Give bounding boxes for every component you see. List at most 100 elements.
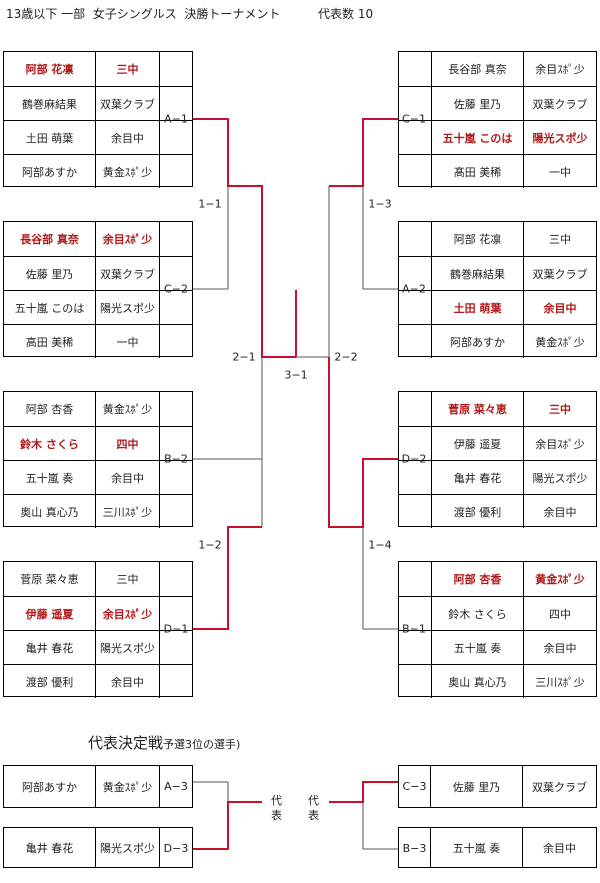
player-row: 鈴木 さくら 四中: [4, 426, 192, 460]
player-name: 髙田 美稀: [432, 155, 524, 188]
player-row: 佐藤 里乃双葉クラブ: [399, 86, 596, 120]
match-label-1-4: 1−4: [368, 538, 392, 552]
player-row: 奥山 真心乃三川ｽﾎﾟ少: [399, 664, 596, 698]
group-C2: 長谷部 真奈余目ｽﾎﾟ少佐藤 里乃双葉クラブ五十嵐 このは陽光スポ少高田 美稀 一…: [3, 221, 193, 358]
player-row: 伊藤 遥夏余目ｽﾎﾟ少: [4, 596, 192, 630]
player-name: 阿部 花凛: [432, 222, 524, 256]
playoff-heading-text: 代表決定戦: [88, 734, 164, 752]
player-club: 陽光スポ少: [100, 641, 155, 655]
player-name: 土田 萌葉: [4, 121, 96, 154]
group-A1: 阿部 花凛三中鶴巻麻結果双葉クラブ土田 萌葉余目中阿部あすか黄金ｽﾎﾟ少: [3, 51, 193, 188]
player-row: 高田 美稀 一中: [4, 324, 192, 358]
playoff-club: 陽光スポ少: [96, 828, 160, 868]
playoff-club: 黄金ｽﾎﾟ少: [96, 766, 160, 807]
playoff-label: D−3: [163, 841, 189, 855]
player-name: 五十嵐 このは: [432, 121, 524, 154]
player-name: 五十嵐 奏: [432, 631, 524, 664]
player-club: 四中: [549, 607, 571, 621]
match-label-3-1: 3−1: [284, 368, 308, 382]
player-club: 双葉クラブ: [100, 97, 155, 111]
player-club: 双葉クラブ: [532, 267, 588, 281]
player-name: 菅原 菜々恵: [4, 562, 96, 596]
match-label-2-1: 2−1: [232, 350, 256, 364]
rep-mark-right-2: 表: [308, 809, 319, 822]
player-row: 土田 萌葉 余目中: [4, 120, 192, 154]
player-club: 黄金ｽﾎﾟ少: [102, 403, 153, 416]
player-club: 双葉クラブ: [532, 97, 588, 111]
player-row: 五十嵐 このは陽光スポ少: [399, 120, 596, 154]
player-club: 陽光スポ少: [532, 131, 588, 145]
player-club: 余目ｽﾎﾟ少: [102, 607, 153, 621]
player-club: 余目中: [111, 131, 144, 145]
player-club: 三中: [549, 403, 571, 416]
representative-count: 代表数 10: [318, 7, 374, 21]
player-row: 亀井 春花陽光スポ少: [4, 630, 192, 664]
player-name: 五十嵐 奏: [4, 461, 96, 494]
player-row: 阿部 花凛三中: [399, 222, 596, 256]
playoff-label: A−3: [164, 780, 188, 793]
playoff-club: 双葉クラブ: [532, 780, 587, 794]
player-name: 伊藤 遥夏: [4, 597, 96, 630]
player-name: 亀井 春花: [4, 631, 96, 664]
player-club: 余目ｽﾎﾟ少: [535, 437, 585, 451]
player-club: 余目中: [111, 471, 144, 485]
group-label-D2: D−2: [401, 452, 427, 466]
player-club: 黄金ｽﾎﾟ少: [535, 573, 585, 586]
player-row: 阿部あすか黄金ｽﾎﾟ少: [399, 324, 596, 358]
playoff-label: C−3: [399, 766, 431, 807]
player-name: 阿部 杏香: [432, 562, 524, 596]
player-row: 渡部 優利 余目中: [399, 494, 596, 528]
player-row: 長谷部 真奈余目ｽﾎﾟ少: [4, 222, 192, 256]
player-name: 渡部 優利: [4, 665, 96, 698]
player-club: 三川ｽﾎﾟ少: [535, 675, 585, 689]
player-name: 長谷部 真奈: [432, 52, 524, 86]
player-club: 陽光スポ少: [100, 301, 155, 315]
rep-mark-left-1: 代: [271, 794, 282, 807]
player-row: 阿部 杏香黄金ｽﾎﾟ少: [4, 392, 192, 426]
rep-mark-left: 代 表: [271, 793, 282, 823]
player-club: 四中: [116, 437, 139, 451]
playoff-name: 五十嵐 奏: [431, 828, 523, 868]
player-club: 双葉クラブ: [100, 267, 155, 281]
playoff-heading-note: 予選3位の選手): [163, 738, 241, 751]
player-row: 土田 萌葉余目中: [399, 290, 596, 324]
group-B2: 阿部 杏香黄金ｽﾎﾟ少鈴木 さくら 四中五十嵐 奏 余目中奥山 真心乃三川ｽﾎﾟ少: [3, 391, 193, 528]
playoff-name: 阿部あすか: [4, 766, 96, 807]
player-name: 高田 美稀: [4, 325, 96, 358]
player-row: 長谷部 真奈余目ｽﾎﾟ少: [399, 52, 596, 86]
page-title: 13歳以下 一部 女子シングルス 決勝トーナメント: [6, 7, 281, 21]
player-club: 黄金ｽﾎﾟ少: [102, 165, 153, 179]
player-row: 奥山 真心乃三川ｽﾎﾟ少: [4, 494, 192, 528]
player-name: 阿部 花凛: [4, 52, 96, 86]
player-name: 菅原 菜々恵: [432, 392, 524, 426]
group-label-C1: C−1: [402, 112, 426, 126]
group-label-B1: B−1: [402, 622, 426, 636]
playoff-club: 余目中: [543, 842, 576, 855]
match-label-1-3: 1−3: [368, 197, 392, 211]
match-label-2-2: 2−2: [334, 350, 358, 364]
player-name: 奥山 真心乃: [432, 665, 524, 698]
group-label-A1: A−1: [164, 112, 188, 126]
playoff-name: 亀井 春花: [4, 828, 96, 868]
player-club: 一中: [116, 335, 139, 349]
player-name: 長谷部 真奈: [4, 222, 96, 256]
player-club: 余目中: [543, 505, 577, 519]
player-row: 佐藤 里乃双葉クラブ: [4, 256, 192, 290]
player-name: 鶴巻麻結果: [432, 257, 524, 290]
player-club: 余目中: [543, 641, 577, 655]
group-label-C2: C−2: [164, 282, 188, 296]
player-row: 五十嵐 このは陽光スポ少: [4, 290, 192, 324]
player-club: 余目中: [543, 301, 577, 315]
player-row: 阿部あすか黄金ｽﾎﾟ少: [4, 154, 192, 188]
player-name: 鈴木 さくら: [4, 427, 96, 460]
player-name: 渡部 優利: [432, 495, 524, 528]
rep-mark-right-1: 代: [308, 794, 319, 807]
group-C1: 長谷部 真奈余目ｽﾎﾟ少佐藤 里乃双葉クラブ五十嵐 このは陽光スポ少髙田 美稀一…: [398, 51, 597, 188]
player-name: 阿部あすか: [4, 155, 96, 188]
player-name: 伊藤 遥夏: [432, 427, 524, 460]
player-club: 陽光スポ少: [532, 471, 588, 485]
group-D2: 菅原 菜々恵三中伊藤 遥夏余目ｽﾎﾟ少亀井 春花陽光スポ少渡部 優利余目中: [398, 391, 597, 528]
